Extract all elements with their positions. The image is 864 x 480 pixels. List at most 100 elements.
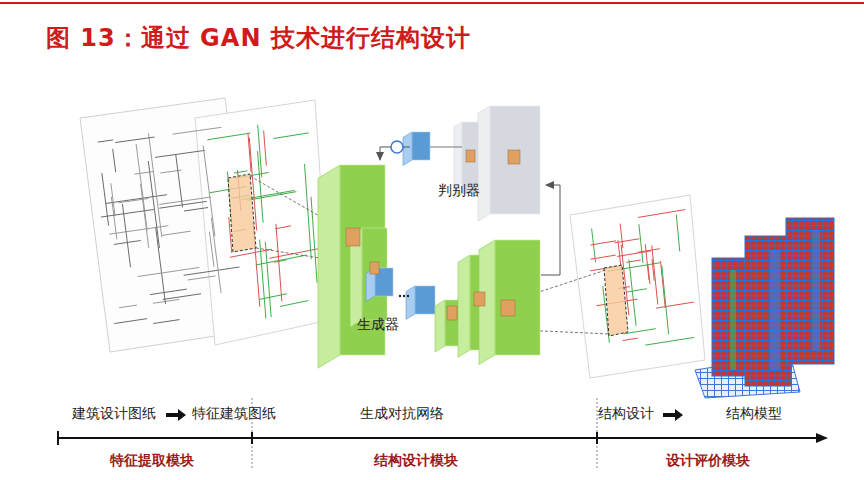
stage-label: 结构模型 [726,405,782,423]
node-label: 生成器 [357,316,399,334]
plan-wall [280,301,308,307]
stage-label: 特征建筑图纸 [192,405,276,423]
module-label: 设计评价模块 [666,452,750,470]
plan-wall [590,255,615,259]
plan-wall [626,289,647,292]
plan-wall [645,244,649,280]
plan-wall [639,224,643,263]
plan-wall [234,171,247,173]
plan-wall [207,133,250,140]
plan-wall [153,299,179,303]
plan-wall [615,239,640,243]
structural-plan [570,195,705,378]
plan-wall [141,184,149,248]
layer-side [406,286,415,319]
plan-wall [114,319,147,324]
plan-wall [155,150,205,157]
layer-face [490,106,540,214]
plan-wall [184,208,208,211]
plan-wall [102,173,109,226]
plan-wall [645,337,694,345]
layer-side [478,106,490,221]
plan-wall [311,197,317,283]
plan-wall [273,133,308,139]
building-model [695,218,834,398]
guide-lines [250,176,610,334]
feature-patch [370,262,379,274]
plan-wall [623,338,638,340]
plan-wall [176,155,183,208]
connector-arrow [541,185,560,275]
connector-arrow [380,147,391,160]
network-layers [318,106,540,368]
plan-wall [138,267,200,276]
plan-wall [153,320,179,324]
feature-patch [228,174,256,252]
plan-wall [257,151,263,222]
stage-label: 结构设计 [598,405,654,423]
feature-patch [508,150,520,164]
layer-face [415,286,435,314]
wire [403,147,410,148]
plan-wall [248,133,251,172]
plan-wall [620,224,623,248]
plan-wall [119,198,149,202]
plan-wall [656,302,694,308]
plan-wall [590,241,616,245]
generator: 生成器 [305,160,541,358]
plan-wall [662,265,669,334]
plan-wall [592,229,596,263]
feature-patch [346,228,360,246]
discriminator: 判别器 [400,100,546,212]
plan-wall [173,127,222,134]
plan-wall [119,305,137,308]
plan-wall [258,125,262,178]
plan-wall [188,276,216,280]
wire [430,147,462,148]
plan-wall [676,215,679,252]
plan-wall [259,294,287,300]
feature-patch [474,292,485,306]
plan-wall [629,260,636,326]
top-rule [0,2,864,4]
plan-wall [113,149,116,172]
plan-wall [209,232,214,267]
plan-wall [661,261,666,308]
plan-wall [638,210,685,218]
stage-label: 建筑设计图纸 [72,405,156,423]
plan-wall [111,183,115,215]
plan-wall [115,137,154,142]
plan-wall [101,209,154,217]
plan-wall [109,226,168,235]
plan-wall [652,246,658,305]
plan-wall [265,242,271,317]
stage-label: 生成对抗网络 [360,405,444,423]
plan-wall [150,289,187,294]
layer-side [318,165,340,368]
layer-face [495,240,540,355]
plan-wall [617,251,651,257]
plan-wall [162,231,191,235]
plan-wall [159,197,211,204]
plan-lines [98,125,695,345]
figure-title: 图 13：通过 GAN 技术进行结构设计 [46,22,471,54]
plan-wall [203,145,215,236]
feature-plan [195,100,330,345]
plan-wall [111,197,116,240]
plan-wall [648,265,650,284]
plan-wall [276,224,282,301]
module-label: 结构设计模块 [374,452,458,470]
module-label: 特征提取模块 [110,452,194,470]
result-patch [604,265,628,336]
layer-side [435,300,445,352]
plan-wall [163,294,201,300]
plan-wall [256,255,307,265]
layer-face [412,132,430,160]
plan-wall [134,171,153,174]
plan-wall [136,144,147,230]
plan-wall [264,131,267,166]
plan-wall [637,249,659,253]
node-label: 判别器 [438,182,480,200]
plan-wall [148,133,161,237]
output-circle [391,141,403,153]
